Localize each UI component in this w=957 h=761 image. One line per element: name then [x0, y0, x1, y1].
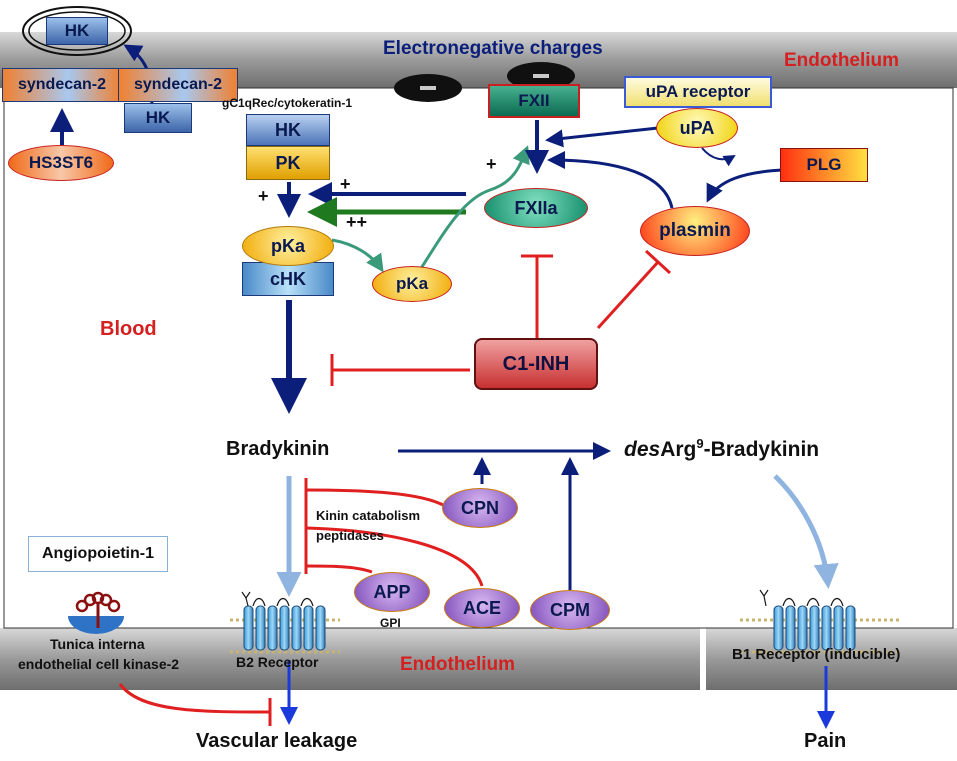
b1-receptor-label: B1 Receptor (inducible) — [732, 646, 901, 663]
electronegative-charges-label: Electronegative charges — [383, 38, 603, 59]
upa-receptor-box: uPA receptor — [624, 76, 772, 108]
cpn-node: CPN — [442, 488, 518, 528]
desarg-suffix: -Bradykinin — [703, 438, 820, 461]
bradykinin-label: Bradykinin — [226, 438, 330, 460]
desarg-superscript: 9 — [696, 436, 704, 451]
inhibit-bar-plasmin — [644, 249, 672, 275]
desarg-arg: Arg — [660, 438, 697, 461]
angiopoietin-tie2-graphic — [68, 591, 124, 634]
plus-fxiia-navy-label: + — [340, 174, 351, 194]
fxiia-node: FXIIa — [484, 188, 588, 228]
ace-node: ACE — [444, 588, 520, 628]
arrow-upa-to-axis — [545, 126, 659, 148]
plus-pk-label: + — [258, 186, 269, 206]
c1inh-box: C1-INH — [474, 338, 598, 390]
gc1q-label: gC1qRec/cytokeratin-1 — [222, 96, 353, 110]
endothelium-bottom-label: Endothelium — [400, 654, 516, 675]
cpm-node: CPM — [530, 590, 610, 630]
minus-bar-2 — [533, 74, 549, 78]
arrow-desarg-to-b1 — [773, 474, 839, 589]
inhibit-tie2-to-leakage — [118, 683, 271, 714]
desarg-prefix: des — [624, 438, 661, 461]
pain-label: Pain — [804, 730, 847, 752]
inhibit-ace-line — [305, 526, 484, 587]
fxii-box: FXII — [488, 84, 580, 118]
plg-box: PLG — [780, 148, 868, 182]
kinin-catabolism-label: Kinin catabolism — [316, 508, 421, 523]
gpi-label: GPI — [380, 616, 401, 630]
arrow-pka2-to-fxii — [414, 145, 530, 277]
inhibit-app-line — [305, 564, 373, 574]
minus-bar-1 — [420, 86, 436, 90]
desarg-bradykinin-label: desArg9-Bradykinin — [624, 436, 819, 462]
inhibit-c1inh-to-plasmin — [596, 260, 660, 330]
arrow-upa-to-plasmin — [701, 147, 736, 167]
plusplus-fxiia-green-label: ++ — [346, 212, 368, 232]
peptidases-label: peptidases — [316, 528, 384, 543]
blood-label: Blood — [100, 318, 157, 340]
arrow-plasmin-to-axis — [547, 151, 674, 209]
pk-box: PK — [246, 146, 330, 180]
hk-mid-box: HK — [124, 103, 192, 133]
arrow-plg-to-plasmin — [706, 168, 783, 203]
plus-fxii-label: + — [486, 154, 497, 174]
angiopoietin-box: Angiopoietin-1 — [28, 536, 168, 572]
b2-receptor-label: B2 Receptor — [236, 654, 319, 670]
hs3st6-node: HS3ST6 — [8, 145, 114, 181]
hk-top-inner-ring — [28, 11, 126, 51]
bottom-endothelium-bar — [0, 628, 700, 690]
b2-receptor-graphic — [230, 591, 340, 654]
app-node: APP — [354, 572, 430, 612]
b1-receptor-graphic — [740, 589, 900, 654]
inhibit-cpn-line — [305, 488, 446, 508]
upa-node: uPA — [656, 108, 738, 148]
hk-box: HK — [246, 114, 330, 146]
chk-box: cHK — [242, 262, 334, 296]
hk-top-outer-ring — [22, 6, 132, 56]
endothelium-top-label: Endothelium — [784, 50, 900, 71]
tie2-label-line2: endothelial cell kinase-2 — [18, 656, 180, 672]
arrow-pka-to-pka2 — [331, 238, 384, 273]
pka2-node: pKa — [372, 266, 452, 302]
plasmin-node: plasmin — [640, 206, 750, 256]
hk-top-box: HK — [46, 17, 108, 45]
vascular-leakage-label: Vascular leakage — [196, 730, 358, 752]
pka-node: pKa — [242, 226, 334, 266]
syndecan-left-box: syndecan-2 — [2, 68, 122, 102]
tie2-label-line1: Tunica interna — [50, 636, 145, 652]
syndecan-right-box: syndecan-2 — [118, 68, 238, 102]
blood-compartment-border — [3, 87, 954, 629]
